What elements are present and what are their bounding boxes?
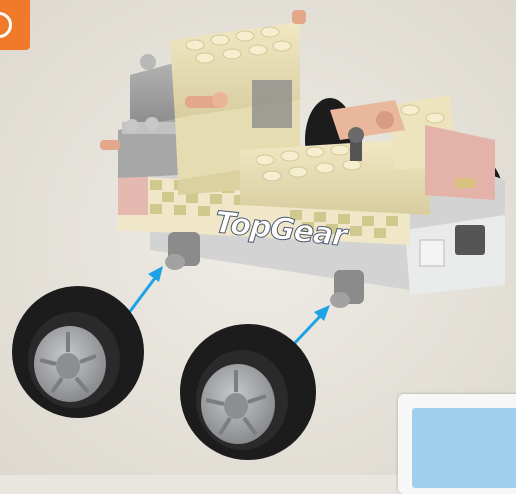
callout-inner-panel — [412, 408, 516, 488]
wheel-icon — [12, 286, 144, 418]
callout-panel — [398, 394, 516, 494]
wheel-icon-2 — [180, 324, 316, 460]
front-axle-right — [330, 270, 364, 308]
step-ring — [0, 12, 12, 38]
step-badge-icon — [0, 0, 30, 50]
front-axle-left — [165, 232, 200, 270]
